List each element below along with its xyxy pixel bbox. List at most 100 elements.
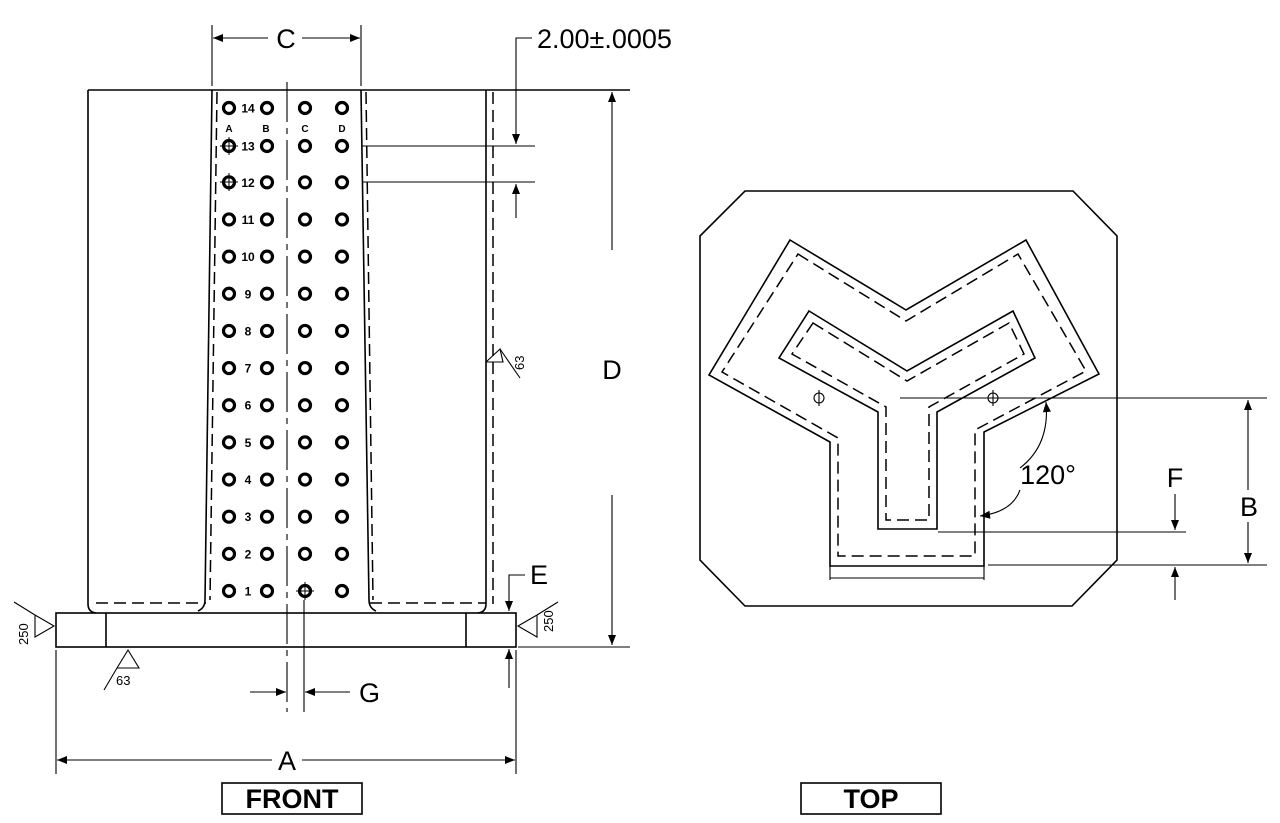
hole-c-11 [297,212,313,227]
row-label-4: 4 [245,473,252,487]
dimension-e-label: E [530,560,548,590]
front-view-title: FRONT [246,784,339,814]
hole-a-9 [221,286,237,301]
row-label-1: 1 [245,585,252,599]
hole-a-5 [221,435,237,450]
top-plate-outline [699,190,1118,607]
hole-d-4 [334,472,350,487]
dimension-b-label: B [1240,492,1258,522]
hole-a-3 [221,509,237,524]
y-pocket-outer [707,238,1101,567]
svg-text:63: 63 [512,356,527,370]
svg-text:63: 63 [116,673,130,688]
hole-d-10 [334,249,350,264]
hole-d-1 [334,583,350,599]
hole-c-9 [297,286,313,301]
y-pocket-inner [777,309,1037,530]
row-label-12: 12 [241,176,255,190]
hole-b-7 [259,360,275,376]
hole-b-9 [259,286,275,301]
face-left-hidden [209,91,218,601]
column-label-d: D [338,124,345,135]
hole-d-12 [334,175,350,190]
hole-b-12 [259,175,275,190]
row-label-8: 8 [245,324,252,338]
hole-a-7 [221,360,237,376]
spacing-leader [512,37,532,144]
hole-c-5 [297,435,313,450]
column-left-edge [87,90,97,614]
e-leader [505,574,525,611]
row-label-11: 11 [242,213,255,227]
hole-b-13 [259,138,275,154]
hole-b-11 [259,212,275,227]
y-pocket-outer-hidden [720,252,1088,557]
hole-b-8 [259,323,275,339]
hole-c-8 [297,323,313,339]
hole-a-10 [221,249,237,264]
hole-d-6 [334,398,350,413]
hole-b-6 [259,398,275,413]
row-label-5: 5 [245,436,252,450]
face-right-hidden [365,91,374,601]
hole-a-2 [221,546,237,561]
base-plate [55,612,517,648]
hole-d-7 [334,360,350,376]
face-right-edge [360,89,377,612]
column-label-a: A [225,124,232,135]
hole-d-14 [334,100,350,116]
hole-a-14 [221,100,237,116]
column-label-c: C [301,124,308,135]
face-left-edge [197,89,213,612]
row-label-7: 7 [245,362,252,376]
surface-finish-base-bottom: 63 [103,648,140,691]
svg-text:250: 250 [541,610,556,632]
dimension-a-label: A [278,746,296,776]
hole-d-8 [334,323,350,339]
top-view-title: TOP [843,784,898,814]
row-label-14: 14 [241,102,255,116]
hole-c-10 [297,249,313,264]
hole-d-11 [334,212,350,227]
dimension-c-label: C [276,24,296,54]
row-label-9: 9 [245,287,252,301]
row-label-10: 10 [241,250,255,264]
row-label-6: 6 [245,399,252,413]
hole-d-2 [334,546,350,561]
hole-b-2 [259,546,275,561]
surface-finish-base-right: 250 [516,601,559,638]
y-pocket-inner-hidden [790,321,1025,521]
hole-c-3 [297,509,313,524]
svg-text:250: 250 [16,623,31,645]
column-labels: A B C D [225,124,345,135]
dimension-g-label: G [359,678,380,708]
angle-label: 120° [1020,460,1076,490]
hole-c-2 [297,546,313,561]
hole-a-8 [221,323,237,339]
hole-a-1 [221,583,237,599]
hole-a-4 [221,472,237,487]
hole-b-5 [259,435,275,450]
hole-d-5 [334,435,350,450]
top-title-box [800,782,942,815]
hole-b-1 [259,583,275,599]
center-mark-left [813,390,825,406]
hole-d-3 [334,509,350,524]
hole-a-6 [221,398,237,413]
hole-c-7 [297,360,313,376]
row-label-2: 2 [245,547,252,561]
surface-finish-side: 63 [485,347,527,379]
hole-d-9 [334,286,350,301]
hole-b-10 [259,249,275,264]
dimension-f-label: F [1167,463,1184,493]
column-right-edge [477,90,487,614]
hole-b-14 [259,100,275,116]
hole-b-4 [259,472,275,487]
hole-c-14 [297,100,313,116]
angle-arc-top [1019,401,1051,469]
hole-c-12 [297,175,313,190]
column-label-b: B [262,124,269,135]
